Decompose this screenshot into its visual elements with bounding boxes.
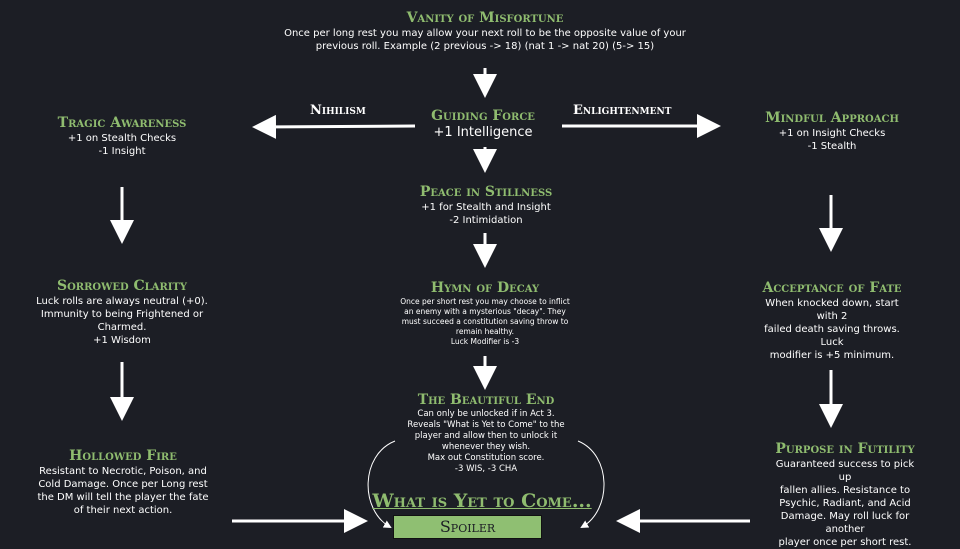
node-desc: +1 on Insight Checks -1 Stealth xyxy=(778,128,886,152)
node-hollowed-fire: Hollowed Fire Resistant to Necrotic, Poi… xyxy=(37,448,208,517)
node-desc: Resistant to Necrotic, Poison, and Cold … xyxy=(37,466,209,516)
node-tragic-awareness: Tragic Awareness +1 on Stealth Checks -1… xyxy=(58,115,187,158)
node-desc: +1 for Stealth and Insight -2 Intimidati… xyxy=(421,202,551,226)
node-title: Sorrowed Clarity xyxy=(56,278,188,294)
node-title: Mindful Approach xyxy=(765,110,899,126)
node-title: Tragic Awareness xyxy=(57,115,187,131)
node-guiding-force: Guiding Force +1 Intelligence xyxy=(431,108,535,141)
node-desc: Guaranteed success to pick up fallen all… xyxy=(775,459,915,548)
node-title: Guiding Force xyxy=(431,108,535,124)
node-desc: Once per long rest you may allow your ne… xyxy=(284,28,686,52)
final-node-title: What is Yet to Come... xyxy=(372,490,592,512)
node-hymn-of-decay: Hymn of Decay Once per short rest you ma… xyxy=(400,280,570,347)
node-peace-in-stillness: Peace in Stillness +1 for Stealth and In… xyxy=(420,184,552,227)
node-title: Vanity of Misfortune xyxy=(406,10,564,26)
node-mindful-approach: Mindful Approach +1 on Insight Checks -1… xyxy=(765,110,899,153)
node-title: The Beautiful End xyxy=(417,392,555,408)
node-vanity-of-misfortune: Vanity of Misfortune Once per long rest … xyxy=(284,10,686,53)
node-desc: +1 Intelligence xyxy=(433,125,533,140)
node-title: Hollowed Fire xyxy=(69,448,177,464)
node-acceptance-of-fate: Acceptance of Fate When knocked down, st… xyxy=(762,280,901,362)
node-desc: Once per short rest you may choose to in… xyxy=(400,297,570,346)
node-sorrowed-clarity: Sorrowed Clarity Luck rolls are always n… xyxy=(36,278,208,347)
branch-label-nihilism: Nihilism xyxy=(310,103,366,118)
node-purpose-in-futility: Purpose in Futility Guaranteed success t… xyxy=(775,441,914,549)
node-title: Hymn of Decay xyxy=(430,280,540,296)
node-title: Peace in Stillness xyxy=(419,184,553,200)
node-desc: When knocked down, start with 2 failed d… xyxy=(764,298,900,361)
node-title: Purpose in Futility xyxy=(775,441,915,457)
node-the-beautiful-end: The Beautiful End Can only be unlocked i… xyxy=(407,392,564,475)
node-desc: +1 on Stealth Checks -1 Insight xyxy=(67,133,177,157)
spoiler-button[interactable]: Spoiler xyxy=(393,515,542,539)
node-desc: Luck rolls are always neutral (+0). Immu… xyxy=(36,296,208,346)
node-desc: Can only be unlocked if in Act 3. Reveal… xyxy=(407,409,565,474)
node-title: Acceptance of Fate xyxy=(762,280,902,296)
branch-label-enlightenment: Enlightenment xyxy=(573,103,672,118)
